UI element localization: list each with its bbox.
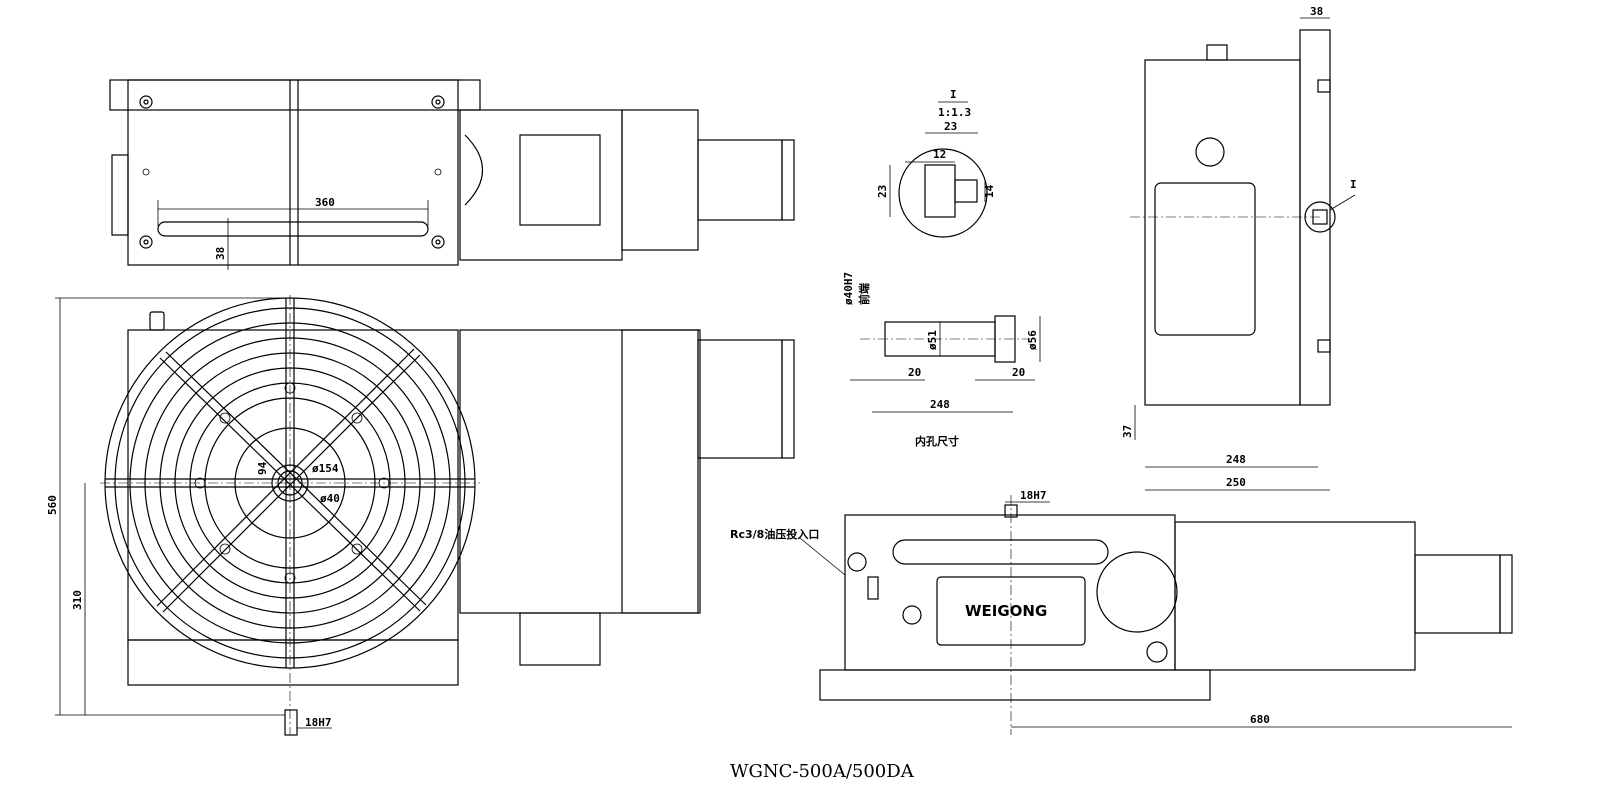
detail-dim-23-top: 23 [944, 120, 957, 133]
side-detail-marker: I [1350, 178, 1357, 191]
detail-dim-12: 12 [933, 148, 946, 161]
bore-dim-20-right: 20 [1012, 366, 1025, 379]
dim-18h7-front: 18H7 [305, 716, 332, 729]
dim-38: 38 [214, 247, 227, 260]
front-view: 560 310 94 ø154 ø40 18H7 [46, 295, 795, 736]
drawing-title: WGNC-500A/500DA [730, 761, 915, 782]
dim-94: 94 [256, 461, 269, 475]
oil-inlet-label: Rc3/8油压投入口 [730, 527, 819, 541]
front-dim-680: 680 [1250, 713, 1270, 726]
bore-dim-20-left: 20 [908, 366, 921, 379]
bore-caption: 内孔尺寸 [915, 434, 959, 448]
detail-title: I [950, 88, 957, 101]
dim-360: 360 [315, 196, 335, 209]
bore-spec: ø40H7 [842, 272, 855, 305]
front-elevation: WEIGONG 18H7 Rc3/8油压投入口 680 [730, 489, 1513, 735]
bore-dim-51: ø51 [926, 330, 939, 350]
side-dim-37: 37 [1121, 425, 1134, 438]
detail-i: I 1:1.3 23 12 23 14 [876, 88, 996, 238]
detail-scale: 1:1.3 [938, 106, 971, 119]
dim-560: 560 [46, 495, 59, 515]
side-view: I 38 37 248 250 [1121, 5, 1357, 491]
top-view: 360 38 [109, 79, 795, 270]
dim-dia40: ø40 [320, 492, 340, 505]
side-dim-250: 250 [1226, 476, 1246, 489]
dim-dia154: ø154 [312, 462, 339, 475]
detail-dim-14: 14 [983, 184, 996, 198]
bore-detail: ø40H7 前端 ø51 ø56 20 20 248 内孔尺寸 [842, 272, 1041, 448]
bore-dim-56: ø56 [1026, 330, 1039, 350]
side-dim-248: 248 [1226, 453, 1246, 466]
side-dim-38: 38 [1310, 5, 1323, 18]
detail-dim-23-left: 23 [876, 185, 889, 198]
bore-dim-248: 248 [930, 398, 950, 411]
dim-310: 310 [71, 590, 84, 610]
brand-plate: WEIGONG [965, 602, 1047, 620]
bore-front: 前端 [857, 283, 871, 305]
front-elev-18h7: 18H7 [1020, 489, 1047, 502]
